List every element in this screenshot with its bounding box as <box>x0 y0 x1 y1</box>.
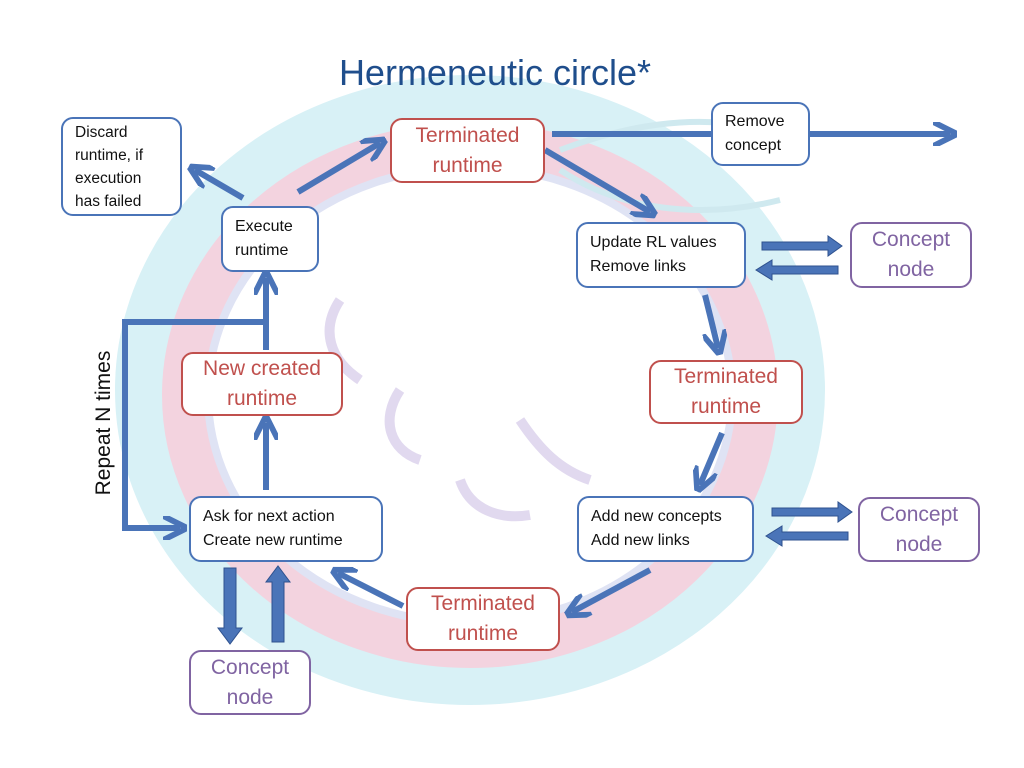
discard-runtime-box: Discard runtime, if execution has failed <box>61 117 182 216</box>
arrow-update-to-terminated <box>702 294 718 348</box>
concept-right-top-line-1: Concept <box>871 228 951 251</box>
dragon-claw-right <box>455 417 592 522</box>
block-arrow-concept-to-add <box>765 525 849 547</box>
concept-bottom-left-line-1: Concept <box>210 655 290 679</box>
arrow-terminated-to-update <box>543 147 650 212</box>
concept-node-right-top: Concept node <box>850 222 972 288</box>
remove-concept-box: Remove concept <box>711 102 810 166</box>
ask-line-1: Ask for next action <box>203 508 335 525</box>
terminated-runtime-bottom-box: Terminated runtime <box>406 587 560 651</box>
arrow-execute-to-discard <box>195 170 245 201</box>
discard-line-2: runtime, if <box>75 146 144 164</box>
concept-right-top-line-2: node <box>887 258 935 281</box>
add-concepts-line-2: Add new links <box>591 532 690 549</box>
repeat-label: Repeat N times <box>92 350 115 496</box>
terminated-right-line-2: runtime <box>690 395 762 418</box>
dragon-claw-left <box>324 297 422 465</box>
block-arrow-update-to-concept <box>761 235 843 257</box>
discard-line-4: has failed <box>75 192 142 210</box>
update-rl-line-1: Update RL values <box>590 234 717 251</box>
concept-bottom-left-line-2: node <box>226 685 274 709</box>
new-created-line-2: runtime <box>226 387 298 410</box>
concept-right-bottom-line-2: node <box>895 532 943 556</box>
ask-line-2: Create new runtime <box>203 532 343 549</box>
block-arrow-ask-to-concept <box>217 567 243 645</box>
terminated-bottom-line-1: Terminated <box>431 592 535 615</box>
discard-line-3: execution <box>75 169 142 187</box>
remove-concept-line-1: Remove <box>725 113 785 130</box>
concept-node-right-bottom: Concept node <box>858 497 980 562</box>
remove-concept-line-2: concept <box>725 137 782 154</box>
new-created-runtime-box: New created runtime <box>181 352 343 416</box>
update-rl-line-2: Remove links <box>590 258 687 275</box>
add-concepts-box: Add new concepts Add new links <box>577 496 754 562</box>
diagram-title: Hermeneutic circle* <box>338 52 652 93</box>
arrow-terminated-to-addconcepts <box>700 431 725 485</box>
arrow-terminated-to-ask <box>338 573 405 609</box>
update-rl-box: Update RL values Remove links <box>576 222 746 288</box>
execute-line-1: Execute <box>235 218 293 235</box>
terminated-top-line-2: runtime <box>432 153 503 177</box>
terminated-runtime-right-box: Terminated runtime <box>649 360 803 424</box>
arrow-execute-to-terminated <box>296 143 380 195</box>
execute-runtime-box: Execute runtime <box>221 206 319 272</box>
terminated-top-line-1: Terminated <box>415 123 520 147</box>
arrow-repeat-loop <box>122 319 266 528</box>
ask-next-action-box: Ask for next action Create new runtime <box>189 496 383 562</box>
concept-node-bottom-left: Concept node <box>189 650 311 715</box>
block-arrow-concept-to-ask <box>265 565 291 643</box>
terminated-right-line-1: Terminated <box>674 365 778 388</box>
concept-right-bottom-line-1: Concept <box>879 502 959 526</box>
arrow-addconcepts-to-terminated <box>572 567 652 612</box>
execute-line-2: runtime <box>235 242 289 259</box>
block-arrow-add-to-concept <box>771 501 853 523</box>
block-arrow-concept-to-update <box>755 259 839 281</box>
discard-line-1: Discard <box>75 123 128 141</box>
terminated-runtime-top-box: Terminated runtime <box>390 118 545 183</box>
new-created-line-1: New created <box>203 357 321 380</box>
terminated-bottom-line-2: runtime <box>447 622 519 645</box>
add-concepts-line-1: Add new concepts <box>591 508 722 525</box>
